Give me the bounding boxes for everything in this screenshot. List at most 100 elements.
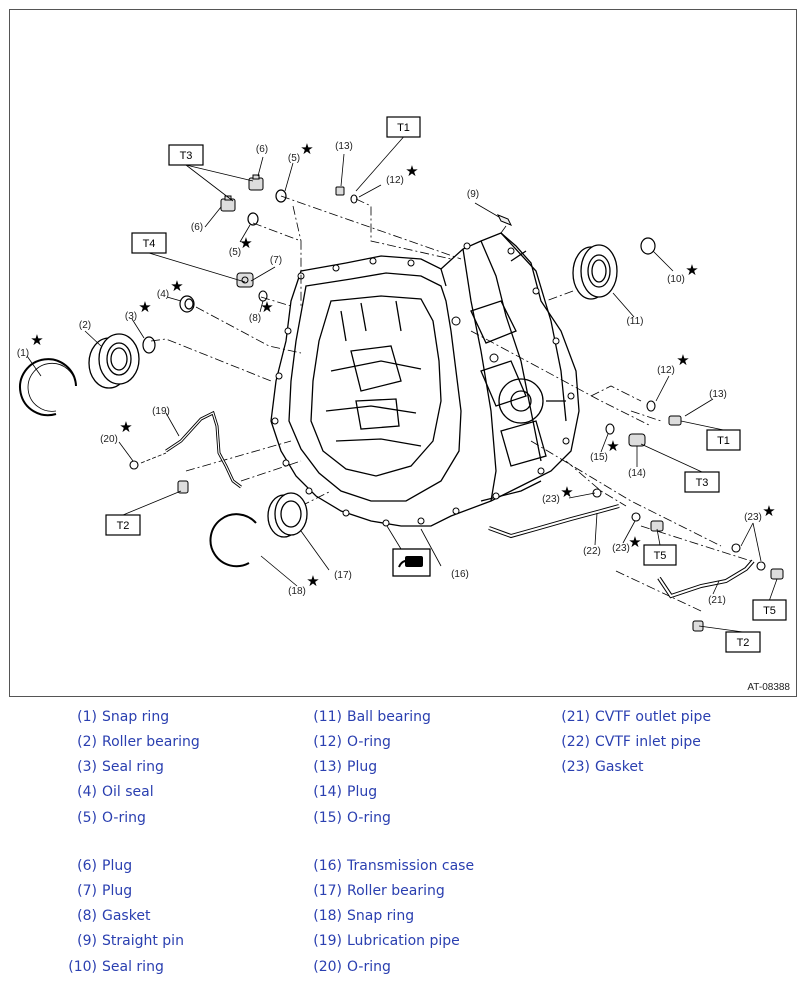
- star-marker-3: ★: [30, 331, 43, 349]
- legend-item-number: (2): [77, 734, 97, 750]
- legend-item-name: Plug: [347, 759, 378, 775]
- legend-item-number: (9): [77, 933, 97, 949]
- seal-ring-3: [142, 336, 156, 354]
- bolt-t2-left: [177, 480, 189, 494]
- legend-item: (3) Seal ring: [61, 759, 164, 775]
- svg-text:T2: T2: [737, 637, 750, 649]
- callout-13-15: (13): [335, 141, 353, 152]
- legend-item-number: (8): [77, 908, 97, 924]
- legend-item: (7) Plug: [61, 883, 132, 899]
- callout-7-8: (7): [270, 255, 282, 266]
- callout-13-16: (13): [709, 389, 727, 400]
- roller-bearing-bottom: [267, 492, 308, 538]
- legend-item-number: (4): [77, 784, 97, 800]
- star-marker-2: ★: [405, 162, 418, 180]
- callout-6-6: (6): [191, 222, 203, 233]
- plug-6-lower: [220, 195, 236, 212]
- svg-text:T5: T5: [654, 550, 667, 562]
- legend-item: (21) CVTF outlet pipe: [554, 709, 711, 725]
- legend-item-name: Plug: [102, 883, 133, 899]
- legend-item-name: Gasket: [595, 759, 644, 775]
- torque-tag-t3-5: T3: [640, 443, 720, 493]
- legend-item: (4) Oil seal: [61, 784, 153, 800]
- sealant-icon: [386, 525, 431, 577]
- star-marker-14: ★: [762, 502, 775, 520]
- callout-3-2: (3): [125, 311, 137, 322]
- callout-10-11: (10): [667, 274, 685, 285]
- star-marker-13: ★: [306, 572, 319, 590]
- legend-item-number: (15): [313, 810, 342, 826]
- legend-item-number: (18): [313, 908, 342, 924]
- torque-tag-t5-7: T5: [643, 528, 677, 566]
- star-marker-10: ★: [606, 437, 619, 455]
- legend-item-number: (17): [313, 883, 342, 899]
- legend-item-name: Plug: [102, 858, 133, 874]
- legend-item: (1)Snap ring: [61, 709, 169, 725]
- legend-item: (5)O-ring: [61, 810, 146, 826]
- legend-item: (12)O-ring: [306, 734, 391, 750]
- plug-13-upper: [335, 186, 345, 196]
- star-marker-0: ★: [300, 140, 313, 158]
- torque-tag-t1-0: T1: [355, 116, 421, 192]
- legend-item-name: Ball bearing: [347, 709, 431, 725]
- o-ring-12-upper: [350, 194, 358, 204]
- legend-item-name: CVTF inlet pipe: [595, 734, 701, 750]
- legend-item: (18) Snap ring: [306, 908, 414, 924]
- gasket-23-b: [631, 512, 641, 522]
- diagram-canvas: (1)(2)(3)(4)(5)(5)(6)(6)(7)(8)(9)(10)(11…: [17, 116, 787, 653]
- star-marker-6: ★: [260, 298, 273, 316]
- callout-6-7: (6): [256, 144, 268, 155]
- o-ring-5-lower: [247, 212, 259, 226]
- exploded-diagram: (1)(2)(3)(4)(5)(5)(6)(6)(7)(8)(9)(10)(11…: [9, 9, 797, 697]
- legend-item-number: (3): [77, 759, 97, 775]
- legend-item-number: (21): [561, 709, 590, 725]
- torque-tag-t3-4: T3: [168, 144, 254, 202]
- legend-item: (15)O-ring: [306, 810, 391, 826]
- callout-12-14: (12): [657, 365, 675, 376]
- callout-9-10: (9): [467, 189, 479, 200]
- callout-23-27: (23): [612, 543, 630, 554]
- legend-item-name: Snap ring: [347, 908, 415, 924]
- callout-5-5: (5): [229, 247, 241, 258]
- legend-item: (20) O-ring: [306, 959, 391, 975]
- legend-item-number: (7): [77, 883, 97, 899]
- legend-item: (6)Plug: [61, 858, 132, 874]
- star-marker-8: ★: [676, 351, 689, 369]
- svg-text:T1: T1: [397, 122, 410, 134]
- svg-text:T5: T5: [763, 605, 776, 617]
- legend-item-name: Oil seal: [102, 784, 154, 800]
- legend-item: (14)Plug: [306, 784, 377, 800]
- legend-item: (19) Lubrication pipe: [306, 933, 460, 949]
- legend-item-number: (20): [313, 959, 342, 975]
- svg-text:T1: T1: [717, 435, 730, 447]
- callout-21-24: (21): [708, 595, 726, 606]
- case-bolt-holes: [271, 242, 575, 527]
- callout-23-26: (23): [542, 494, 560, 505]
- legend-item-number: (13): [313, 759, 342, 775]
- torque-tag-t5-8: T5: [752, 578, 787, 621]
- legend-item-name: O-ring: [347, 959, 391, 975]
- star-marker-5: ★: [138, 298, 151, 316]
- star-marker-11: ★: [560, 483, 573, 501]
- legend-item-name: CVTF outlet pipe: [595, 709, 712, 725]
- star-marker-1: ★: [239, 234, 252, 252]
- torque-tag-t4-6: T4: [131, 232, 246, 283]
- legend-item-name: Roller bearing: [347, 883, 445, 899]
- torque-tag-t1-1: T1: [680, 420, 741, 451]
- legend-item-number: (11): [313, 709, 342, 725]
- o-ring-20: [129, 460, 139, 470]
- star-marker-4: ★: [170, 277, 183, 295]
- callout-22-25: (22): [583, 546, 601, 557]
- callout-8-9: (8): [249, 313, 261, 324]
- o-ring-15: [605, 423, 615, 435]
- legend-item: (23)Gasket: [554, 759, 643, 775]
- roller-bearing-left: [88, 333, 140, 389]
- legend-item-name: Lubrication pipe: [347, 933, 460, 949]
- callout-18-21: (18): [288, 586, 306, 597]
- legend-item-number: (19): [313, 933, 342, 949]
- oil-seal: [179, 295, 195, 313]
- plug-13-right: [668, 415, 682, 426]
- legend-item-number: (14): [313, 784, 342, 800]
- legend-item-name: Seal ring: [102, 759, 164, 775]
